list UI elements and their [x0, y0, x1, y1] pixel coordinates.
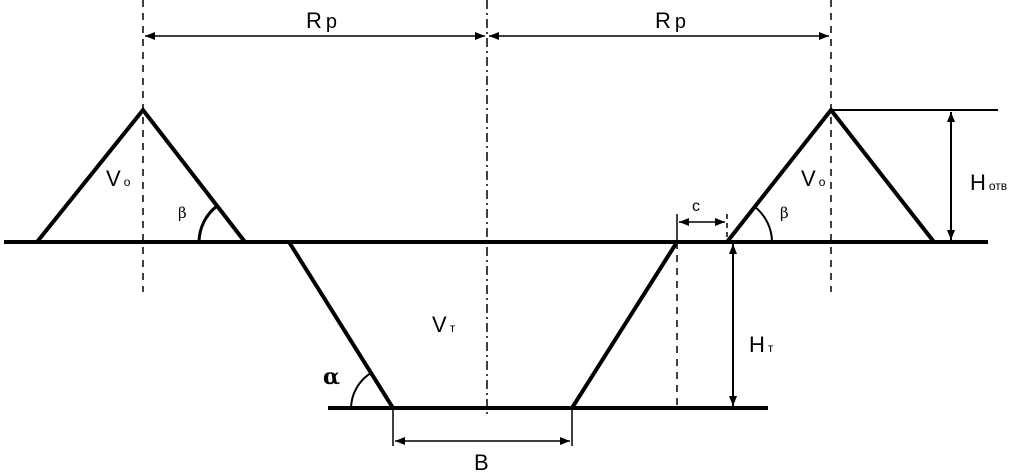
beta-angle-arc-right [754, 206, 773, 243]
alpha-label: α [323, 364, 340, 390]
alpha-angle-arc [350, 372, 372, 409]
beta-left-label: β [178, 204, 187, 222]
c-label: c [692, 198, 700, 215]
beta-angle-arc-left [197, 204, 218, 243]
beta-right-label: β [780, 204, 789, 222]
trench-profile [287, 240, 679, 410]
left-spoil-heap [35, 106, 247, 244]
b-label: B [474, 450, 489, 473]
